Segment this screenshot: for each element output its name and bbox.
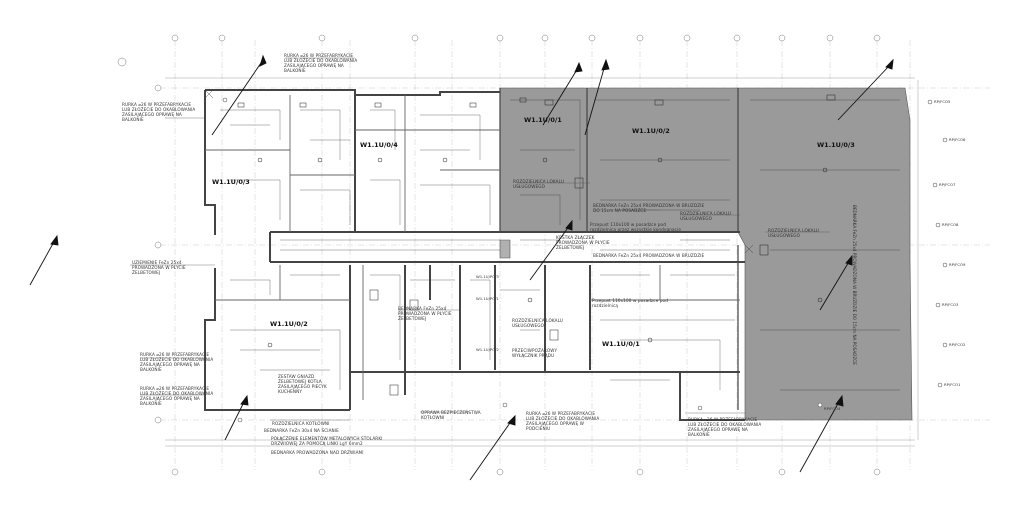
fixture-tag: RP/FCO6 — [949, 137, 966, 142]
leader-arrows — [29, 54, 894, 481]
fixture-tag: RP/FCO1 — [944, 382, 961, 387]
grid-bubbles — [117, 34, 881, 476]
vertical-annotation: BEDNARKA FeZn 25x4 PROWADZONA W BRUZDZIE… — [852, 205, 857, 365]
hatch-block — [204, 89, 754, 254]
annotation-note: BEDNARKA PROWADZONA NAD DRZWIAMI — [271, 450, 364, 455]
fixture-tag: RP/FCO9 — [949, 262, 966, 267]
room-label: W1.1U/0/3 — [817, 141, 855, 149]
fixture-tag: RP/FCO3 — [942, 302, 959, 307]
annotation-note: Przepust 110x100 w posadzce pod rozdziel… — [590, 222, 681, 232]
interior-walls — [205, 95, 740, 400]
annotation-note: KOSTKA ZŁĄCZEK PROWADZONA W PŁYCIE ŻELBE… — [556, 235, 610, 250]
fixture-tag: RP/FCO5 — [934, 99, 951, 104]
annotation-note: BEDNARKA FeZn 30x4 NA ŚCIANIE — [264, 428, 339, 433]
room-label: W1.1U/0/2 — [632, 127, 670, 135]
annotation-note: ROZDZIELNICA KOTŁOWNI — [272, 421, 330, 426]
annotation-note: ROZDZIELNICA LOKALU USŁUGOWEGO — [512, 318, 563, 328]
annotation-note: ROZDZIELNICA LOKALU USŁUGOWEGO — [680, 211, 731, 221]
fixture-tag: W1.1U/PO/1 — [476, 296, 499, 301]
fixture-symbols — [237, 94, 836, 396]
annotation-note: UZIEMIENIE FeZn 25x4 PROWADZONA W PŁYCIE… — [132, 260, 186, 275]
dimension-lines — [165, 77, 919, 447]
annotation-note: RURKA ⌀26 W PRZEFABRYKACIE LUB ZŁOŻECIE … — [284, 53, 358, 73]
exterior-fixtures — [222, 97, 948, 423]
shaded-unit-partitions — [499, 88, 739, 410]
annotation-note: PRZECIWPOŻAROWY WYŁĄCZNIK PRĄDU — [512, 348, 558, 358]
fixture-tag: W1.1U/PO/3 — [476, 274, 499, 279]
fixture-tag: W1.1U/PO/2 — [476, 347, 499, 352]
walls — [204, 89, 745, 421]
fixture-tag: RP/FCO2 — [949, 342, 966, 347]
room-label: W1.1U/0/4 — [360, 141, 398, 149]
annotation-note: RURKA ⌀26 W PRZEFABRYKACIE LUB ZŁOŻECIE … — [140, 386, 214, 406]
annotation-note: ROZDZIELNICA LOKALU USŁUGOWEGO — [513, 179, 564, 189]
annotation-note: ROZDZIELNICA LOKALU USŁUGOWEGO — [768, 228, 819, 238]
fixture-tag: RP/FCO4 — [824, 406, 841, 411]
room-label: W1.1U/0/2 — [270, 320, 308, 328]
fixture-tag: RP/FCO7 — [939, 182, 956, 187]
fixture-tag: RP/FCO8 — [942, 222, 959, 227]
leader-lines — [130, 57, 830, 421]
annotation-note: POŁĄCZENIE ELEMENTÓW METALOWYCH STOLARKI… — [271, 436, 383, 446]
shaded-commercial-units — [499, 87, 913, 421]
annotation-note: Przepust 110x100 w posadzce pod rozdziel… — [592, 298, 668, 308]
annotation-note: BEDNARKA FeZn 25x4 PROWADZONA W BRUZDZIE — [593, 253, 705, 258]
annotation-note: BEDNARKA FeZn 25x4 PROWADZONA W PŁYCIE Ż… — [398, 306, 452, 321]
annotation-note: OPRAWA BEZPIECZEŃSTWA KOTŁOWNI — [421, 410, 481, 420]
room-label: W1.1U/0/1 — [524, 116, 562, 124]
annotation-note: RURKA ⌀26 W PRZEFABRYKACIE LUB ZŁOŻECIE … — [140, 352, 214, 372]
annotation-note: RURKA ⌀26 W PRZEFABRYKACIE LUB ZŁOŻECIE … — [526, 411, 600, 431]
annotation-note: RURKA ⌀26 W PRZEFABRYKACIE LUB ZŁOŻECIE … — [688, 417, 762, 437]
room-label: W1.1U/0/1 — [602, 340, 640, 348]
annotation-note: ZESTAW GNIAZD ŻELBETOWEJ KOTŁA ZASILAJĄC… — [278, 374, 327, 394]
wiring-lines — [220, 99, 900, 391]
annotation-note: RURKA ⌀26 W PRZEFABRYKACIE LUB ZŁOŻECIE … — [122, 102, 196, 122]
room-label: W1.1U/0/3 — [212, 178, 250, 186]
annotation-note: BEDNARKA FeZn 25x4 PROWADZONA W BRUZDZIE… — [593, 203, 705, 213]
